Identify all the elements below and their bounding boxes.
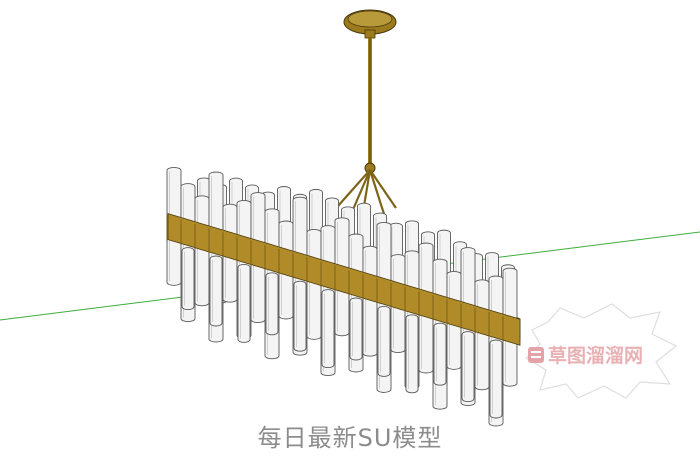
crystal-rod bbox=[237, 263, 251, 343]
watermark-splash-shape bbox=[525, 303, 678, 399]
crystal-rod bbox=[489, 339, 503, 419]
crystal-rod bbox=[265, 272, 279, 336]
front-crystal-rods-overlay bbox=[166, 215, 504, 419]
caption-title: 每日最新SU模型 bbox=[257, 424, 443, 452]
front-brass-band bbox=[167, 213, 521, 346]
crystal-rod bbox=[349, 297, 363, 361]
watermark-logo-icon bbox=[528, 347, 544, 363]
crystal-rod bbox=[433, 322, 447, 386]
crystal-rod bbox=[405, 314, 419, 394]
crystal-rod bbox=[209, 255, 223, 327]
watermark-text: 草图溜溜网 bbox=[548, 344, 643, 367]
crystal-rod bbox=[377, 305, 391, 377]
crystal-rod bbox=[181, 247, 195, 311]
crystal-rod bbox=[321, 289, 335, 369]
crystal-rod bbox=[461, 331, 475, 403]
crystal-rod bbox=[293, 280, 307, 352]
ceiling-canopy bbox=[343, 9, 397, 39]
site-watermark: 草图溜溜网 bbox=[525, 303, 678, 399]
